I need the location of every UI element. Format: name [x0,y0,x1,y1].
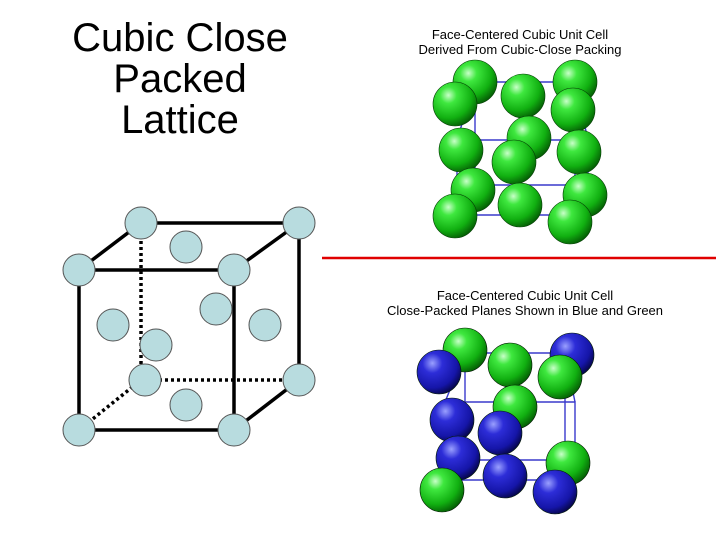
atom-back-top-left [124,206,158,240]
fcc-schematic-cube [62,206,316,447]
atom-front-face [139,328,173,362]
fcc-unit-cell-green-model [432,59,608,245]
atom-right-face [248,308,282,342]
green-sphere [487,342,533,388]
blue-sphere [532,469,578,515]
green-sphere [432,81,478,127]
top-model-caption: Face-Centered Cubic Unit Cell Derived Fr… [370,27,670,58]
bottom-caption-line-1: Face-Centered Cubic Unit Cell [436,288,614,303]
atom-front-bottom-right [217,413,251,447]
green-sphere [556,129,602,175]
blue-sphere [477,410,523,456]
green-sphere [550,87,596,133]
atom-left-face [96,308,130,342]
atom-back-top-right [282,206,316,240]
atom-bottom-face [169,388,203,422]
bottom-model-caption: Face-Centered Cubic Unit Cell Close-Pack… [340,288,710,319]
atom-back-bottom-left [128,363,162,397]
atom-back-bottom-right [282,363,316,397]
atom-front-bottom-left [62,413,96,447]
green-sphere [491,139,537,185]
top-caption-line-1: Face-Centered Cubic Unit Cell [431,27,609,42]
green-sphere [500,73,546,119]
title-line-3: Lattice [121,97,239,142]
slide-title: Cubic Close Packed Lattice [40,18,320,140]
atom-top-face [169,230,203,264]
atom-front-top-right [217,253,251,287]
title-line-1: Cubic Close [72,16,288,60]
green-sphere [438,127,484,173]
blue-sphere [482,453,528,499]
atom-back-face [199,292,233,326]
fcc-unit-cell-planes-model [416,327,595,515]
green-sphere [547,199,593,245]
green-sphere [537,354,583,400]
bottom-caption-line-2: Close-Packed Planes Shown in Blue and Gr… [386,302,664,318]
green-sphere [497,182,543,228]
top-caption-line-2: Derived From Cubic-Close Packing [418,41,622,57]
atom-front-top-left [62,253,96,287]
blue-sphere [429,397,475,443]
green-sphere [432,193,478,239]
green-sphere [419,467,465,513]
blue-sphere [416,349,462,395]
title-line-2: Packed [113,56,247,101]
